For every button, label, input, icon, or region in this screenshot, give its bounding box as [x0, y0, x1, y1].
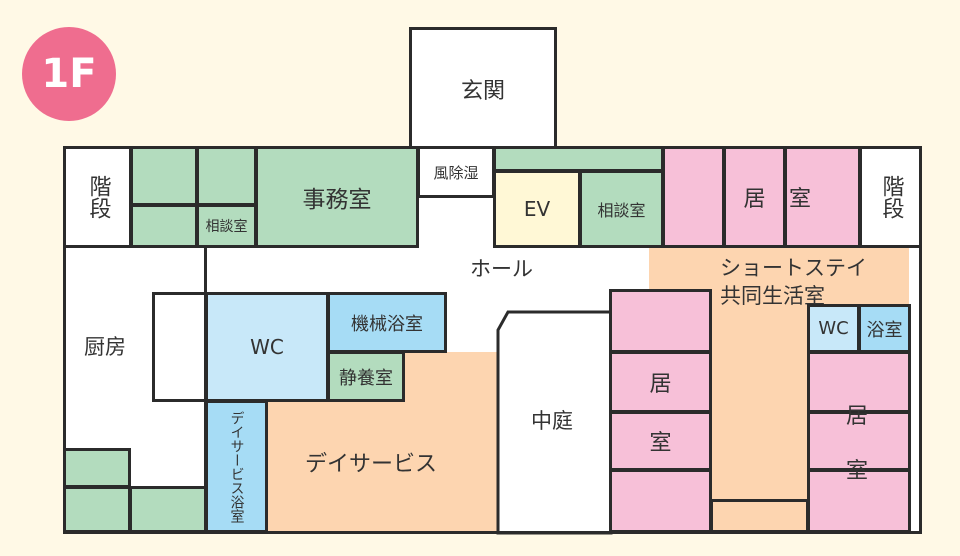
room-day-bath: デイサービス浴室 [205, 400, 268, 533]
room-consult-right: 相談室 [579, 170, 664, 248]
short-stay-alcove [710, 499, 809, 533]
day-service-label: デイサービス [305, 452, 438, 477]
resident-room-right-2 [807, 411, 911, 471]
room-rest: 静養室 [327, 351, 405, 402]
day-bath-label: デイサービス浴室 [228, 410, 245, 523]
room-day-service [266, 400, 498, 532]
floor-badge: 1F [22, 27, 116, 121]
resident-room-mid-2: 居 [609, 351, 712, 413]
short-stay-label-1: ショートステイ [720, 256, 867, 280]
room-stairs-right: 階段 [859, 146, 922, 248]
resident-right-label-a: 居 [846, 404, 869, 429]
room-office: 事務室 [255, 146, 419, 248]
resident-right-label-b: 室 [846, 459, 869, 484]
stairs-right-label: 階段 [878, 175, 904, 219]
resident-room-mid-4 [609, 469, 712, 533]
room-wc-right: WC [807, 304, 860, 353]
kitchen-storage [152, 292, 207, 402]
building-wall [63, 146, 922, 534]
short-stay-label-2: 共同生活室 [720, 284, 825, 308]
stairs-left-label: 階段 [85, 175, 111, 219]
room-day-service-upper [402, 352, 498, 402]
room-elevator: EV [493, 170, 581, 248]
hall-label: ホール [470, 257, 533, 281]
kitchen-label: 厨房 [84, 335, 126, 359]
courtyard-label: 中庭 [531, 409, 573, 433]
resident-room-top-3: 室 [784, 146, 861, 248]
